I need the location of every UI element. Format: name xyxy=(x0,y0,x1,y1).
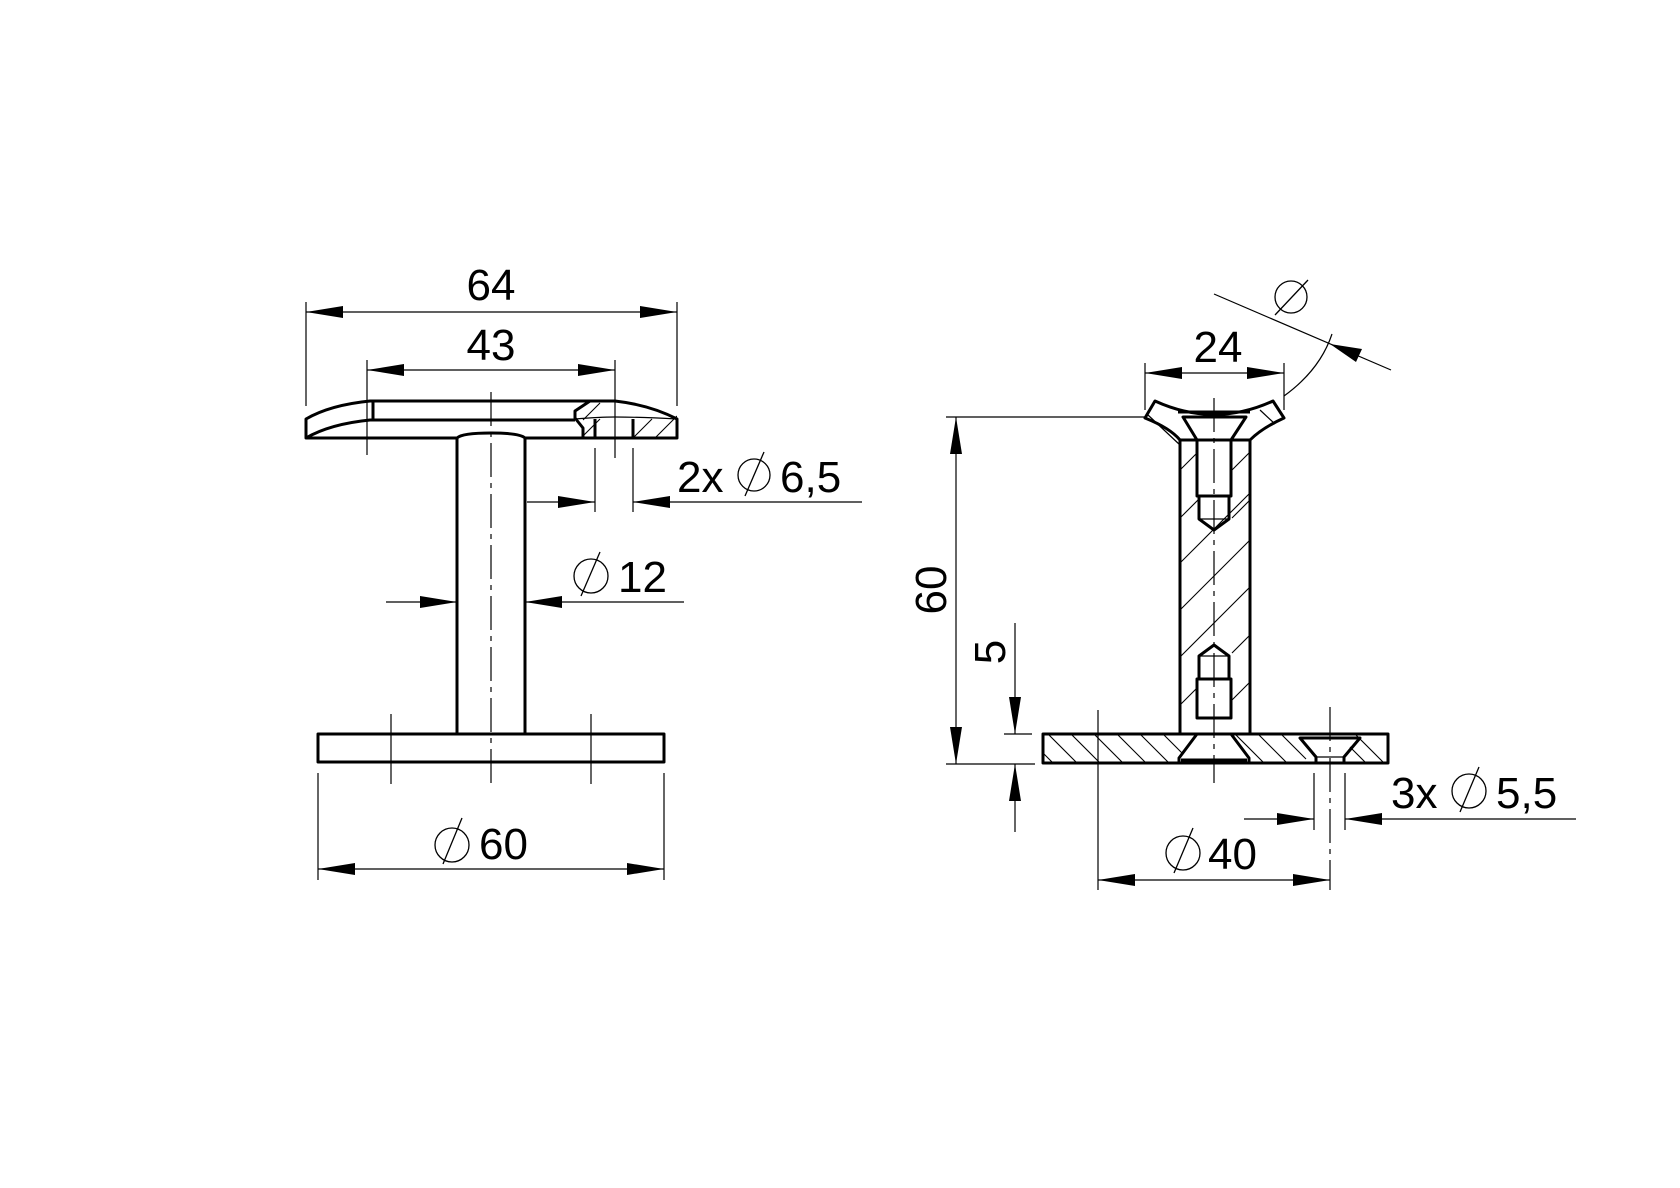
dimension-60-height: 60 xyxy=(907,416,1145,765)
dim-24-label: 24 xyxy=(1194,323,1243,372)
holes-diameter-label: 6,5 xyxy=(780,453,841,502)
holes-diameter-label: 5,5 xyxy=(1496,769,1557,818)
holes-count-label: 2x xyxy=(677,453,723,502)
section-view: 24 60 5 xyxy=(907,279,1576,890)
dimension-holes-5-5: 3x 5,5 xyxy=(1244,766,1576,830)
post xyxy=(455,438,527,734)
dimension-post-12: 12 xyxy=(386,551,684,608)
section-base-plate xyxy=(1041,722,1390,765)
dim-5-label: 5 xyxy=(966,640,1015,664)
holes-count-label: 3x xyxy=(1391,769,1437,818)
diameter-symbol-icon xyxy=(737,451,771,497)
bolt-circle-label: 40 xyxy=(1208,830,1257,879)
dimension-5-thickness: 5 xyxy=(966,623,1032,832)
dimension-base-60: 60 xyxy=(317,773,665,880)
section-post xyxy=(1178,415,1252,734)
dimension-saddle-radius xyxy=(1213,279,1392,397)
dim-43-label: 43 xyxy=(467,321,516,370)
diameter-symbol-icon xyxy=(1451,766,1487,813)
side-view: 64 43 2x 6,5 xyxy=(304,261,862,880)
dimension-43: 43 xyxy=(366,321,616,458)
diameter-symbol-icon xyxy=(1165,827,1201,874)
dimension-24: 24 xyxy=(1144,323,1285,410)
base-diameter-label: 60 xyxy=(479,820,528,869)
dimension-bolt-circle-40: 40 xyxy=(1098,827,1330,886)
post-diameter-label: 12 xyxy=(618,553,667,602)
dimension-holes-6-5: 2x 6,5 xyxy=(527,448,862,512)
saddle-plate xyxy=(304,399,679,440)
diameter-symbol-icon xyxy=(573,551,609,597)
diameter-symbol-icon xyxy=(434,817,470,865)
diameter-symbol-icon xyxy=(1274,279,1309,316)
dimension-64: 64 xyxy=(305,261,678,406)
dim-64-label: 64 xyxy=(467,261,516,310)
dim-60-label: 60 xyxy=(907,566,956,615)
